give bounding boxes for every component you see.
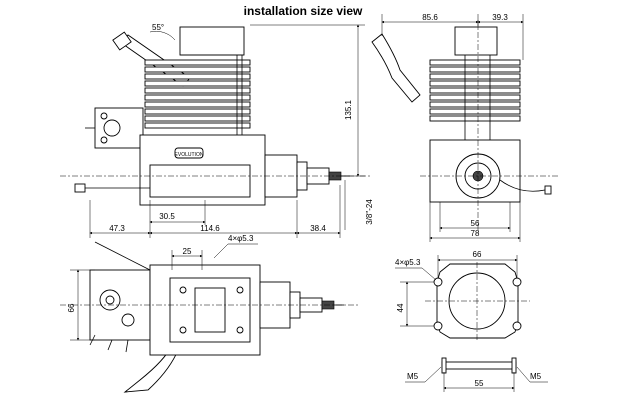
engine-logo: EVOLUTION [175,152,204,158]
engine-front-view: 85.6 39.3 56 78 [371,13,560,242]
plate-holes-label: 4×φ5.3 [395,258,421,267]
front-fins [429,59,521,122]
standoff-left-thread: M5 [407,372,419,381]
inner-width-dim: 56 [471,219,480,228]
exhaust-angle-label: 55° [152,23,164,32]
rear-dim: 47.3 [109,224,125,233]
top-holes-label: 4×φ5.3 [228,234,254,243]
plate-height-dim: 44 [396,303,405,312]
total-width-dim: 114.6 [200,224,220,233]
plate-width-dim: 66 [473,250,482,259]
outer-width-dim: 78 [471,229,480,238]
height-dim: 135.1 [344,99,353,120]
top-depth-dim: 66 [67,303,76,312]
standoff-length-dim: 55 [475,379,484,388]
engine-side-view: EVOLUTION 55° 135.1 3/8"-24 30.5 4 [60,23,374,238]
engine-top-view: 25 4×φ5.3 66 [60,234,360,393]
shaft-length-dim: 38.4 [310,224,326,233]
page-title: installation size view [244,4,363,18]
top-width-dim: 25 [183,247,192,256]
standoff-right-thread: M5 [530,372,542,381]
mount-offset-dim: 30.5 [159,212,175,221]
standoff-view: 55 M5 M5 [405,357,548,392]
thread-dim: 3/8"-24 [365,199,374,225]
front-left-dim: 85.6 [422,13,438,22]
mount-plate-view: 4×φ5.3 66 44 [395,250,530,342]
front-right-dim: 39.3 [492,13,508,22]
cylinder-fins [144,59,251,129]
